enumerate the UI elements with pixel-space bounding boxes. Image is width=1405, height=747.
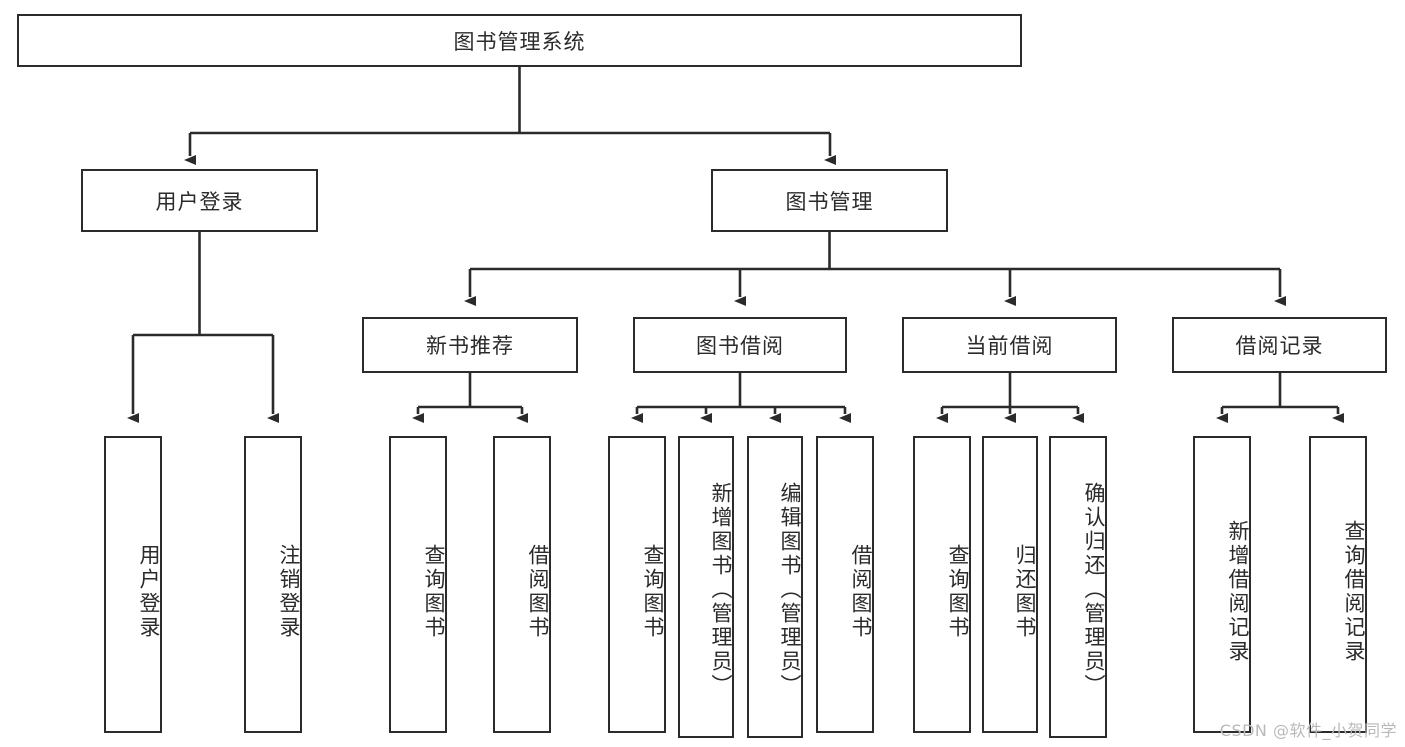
leaf-query-book-borrow[interactable]: 查询图书 xyxy=(608,436,666,733)
node-new-book-recommendation[interactable]: 新书推荐 xyxy=(362,317,578,373)
node-label: 借阅图书 xyxy=(526,543,550,640)
node-label: 当前借阅 xyxy=(965,334,1054,358)
leaf-return-book[interactable]: 归还图书 xyxy=(982,436,1038,733)
node-label: 归还图书 xyxy=(1013,543,1037,640)
node-label: 用户登录 xyxy=(137,543,161,640)
node-label: 查询图书 xyxy=(422,543,446,640)
leaf-user-login[interactable]: 用户登录 xyxy=(104,436,162,733)
leaf-confirm-return-admin[interactable]: 确认归还（管理员） xyxy=(1049,436,1107,738)
node-user-login[interactable]: 用户登录 xyxy=(81,169,318,232)
leaf-query-book-current[interactable]: 查询图书 xyxy=(913,436,971,733)
node-label: 新书推荐 xyxy=(426,334,514,358)
leaf-add-borrow-record[interactable]: 新增借阅记录 xyxy=(1193,436,1251,733)
node-label: 借阅图书 xyxy=(849,543,873,640)
leaf-edit-book-admin[interactable]: 编辑图书（管理员） xyxy=(747,436,803,738)
node-label: 注销登录 xyxy=(277,543,301,640)
node-label: 新增借阅记录 xyxy=(1226,519,1250,664)
node-label: 图书管理 xyxy=(785,189,874,214)
node-label: 查询图书 xyxy=(641,543,665,640)
node-label: 图书借阅 xyxy=(696,334,784,358)
node-borrowing-records[interactable]: 借阅记录 xyxy=(1172,317,1387,373)
leaf-query-borrow-record[interactable]: 查询借阅记录 xyxy=(1309,436,1367,733)
node-label: 编辑图书（管理员） xyxy=(778,482,802,698)
leaf-logout[interactable]: 注销登录 xyxy=(244,436,302,733)
node-label: 借阅记录 xyxy=(1235,334,1324,358)
node-book-management[interactable]: 图书管理 xyxy=(711,169,948,232)
leaf-query-book-recommend[interactable]: 查询图书 xyxy=(389,436,447,733)
node-label: 图书管理系统 xyxy=(453,29,586,54)
watermark: CSDN @软件_小贺同学 xyxy=(1219,721,1397,740)
leaf-add-book-admin[interactable]: 新增图书（管理员） xyxy=(678,436,734,738)
node-book-borrowing[interactable]: 图书借阅 xyxy=(633,317,847,373)
node-root-library-management-system[interactable]: 图书管理系统 xyxy=(17,14,1022,67)
leaf-borrow-book-recommend[interactable]: 借阅图书 xyxy=(493,436,551,733)
node-label: 查询图书 xyxy=(946,543,970,640)
node-current-borrowing[interactable]: 当前借阅 xyxy=(902,317,1117,373)
node-label: 查询借阅记录 xyxy=(1342,519,1366,664)
node-label: 确认归还（管理员） xyxy=(1082,482,1106,698)
node-label: 新增图书（管理员） xyxy=(709,482,733,698)
node-label: 用户登录 xyxy=(155,189,244,214)
leaf-borrow-book[interactable]: 借阅图书 xyxy=(816,436,874,733)
